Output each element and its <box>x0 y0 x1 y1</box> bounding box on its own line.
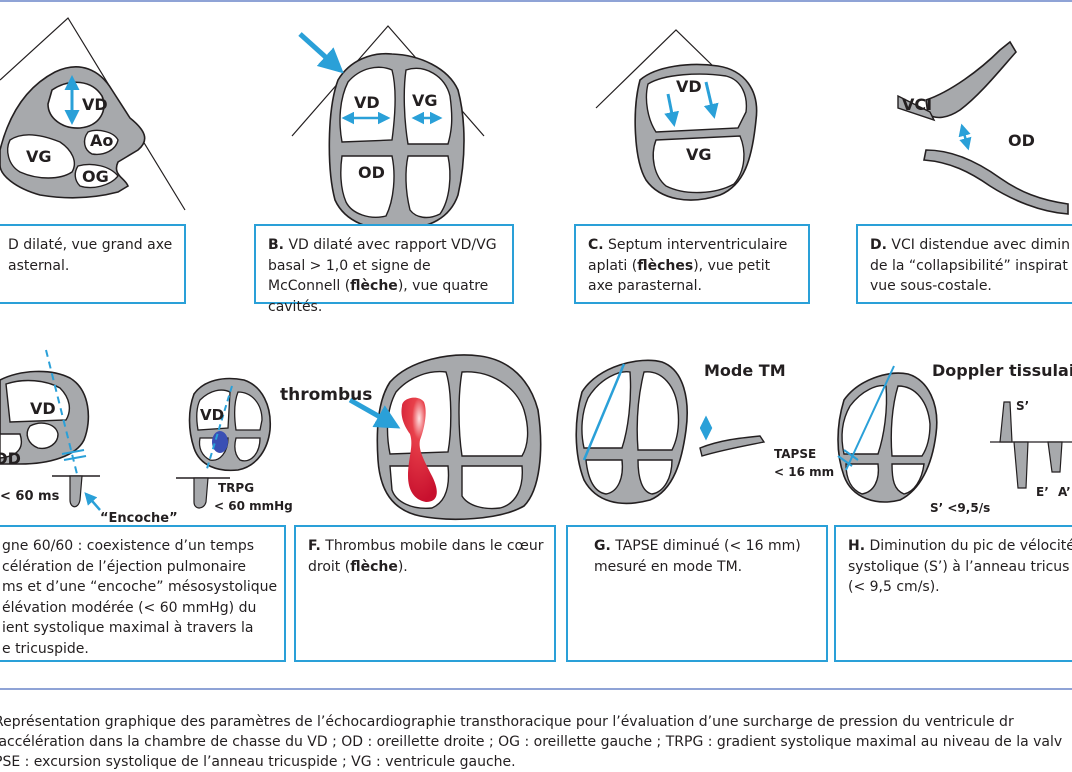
top-row-illustrations: VD Ao VG OG VD VG OD <box>0 17 1069 231</box>
label-e-vd: VD <box>30 399 56 418</box>
label-b-vg: VG <box>412 91 438 110</box>
label-a-ao: Ao <box>90 131 113 150</box>
label-f-thrombus: thrombus <box>280 385 372 405</box>
caption-e-line-5: ient systolique maximal à travers la <box>2 620 254 636</box>
label-e-time: < 60 ms <box>0 489 60 504</box>
label-c-vd: VD <box>676 77 702 96</box>
caption-e-line-6: e tricuspide. <box>2 640 89 657</box>
label-e-notch: “Encoche” <box>100 511 178 526</box>
label-a-vg: VG <box>26 147 52 166</box>
footer-rule <box>0 688 1072 690</box>
panel-g-illustration: Mode TM TAPSE < 16 mm <box>575 359 834 505</box>
panel-c-illustration: VD VG <box>595 29 758 201</box>
caption-c-text-1: Septum interventriculaire aplati ( <box>588 237 788 274</box>
label-d-vci: VCI <box>902 95 932 114</box>
label-e-trpg-val: < 60 mmHg <box>214 499 293 513</box>
caption-d-text-1: VCI distendue avec dimin <box>886 237 1071 253</box>
caption-f-letter: F. <box>308 538 321 554</box>
caption-f-text-2: ). <box>397 558 408 575</box>
panel-e-illustration: VD OD < 60 ms “Encoche” VD TRPG < 60 mmH… <box>0 349 293 526</box>
caption-g: G. TAPSE diminué (< 16 mm) mesuré en mod… <box>566 525 828 662</box>
label-b-od: OD <box>358 163 385 182</box>
label-d-od: OD <box>1008 131 1035 150</box>
caption-b: B. VD dilaté avec rapport VD/VG basal > … <box>254 224 514 315</box>
caption-b-letter: B. <box>268 237 284 253</box>
panel-a-illustration: VD Ao VG OG <box>0 17 186 211</box>
footer-line-2: ’accélération dans la chambre de chasse … <box>0 734 1063 750</box>
caption-e-line-4: élévation modérée (< 60 mmHg) du <box>2 599 257 616</box>
label-a-vd: VD <box>82 95 108 114</box>
caption-g-text: TAPSE diminué (< 16 mm) mesuré en mode T… <box>594 538 801 575</box>
label-h-doppler: Doppler tissulair <box>932 361 1072 380</box>
label-g-tapse: TAPSE <box>774 447 816 461</box>
caption-b-bold: flèche <box>350 278 398 294</box>
bottom-row-illustrations: VD OD < 60 ms “Encoche” VD TRPG < 60 mmH… <box>0 349 1072 526</box>
label-h-e: E’ <box>1036 485 1049 499</box>
caption-a: D dilaté, vue grand axe asternal. <box>0 224 186 304</box>
top-rule <box>0 0 1072 2</box>
caption-f-bold: flèche <box>350 558 398 575</box>
footer-line-3: PSE : excursion systolique de l’anneau t… <box>0 754 516 770</box>
caption-c-bold: flèches <box>637 257 694 274</box>
caption-h: H. Diminution du pic de vélocité systoli… <box>834 525 1072 662</box>
panel-b-illustration: VD VG OD <box>291 25 485 231</box>
panel-f-illustration: thrombus <box>280 354 542 520</box>
label-a-og: OG <box>82 167 109 186</box>
label-h-a: A’ <box>1058 485 1071 499</box>
caption-d: D. VCI distendue avec dimin de la “colla… <box>856 224 1072 304</box>
label-e-vd2: VD <box>200 406 224 424</box>
caption-a-text: D dilaté, vue grand axe asternal. <box>8 237 173 274</box>
caption-b-text-2: ), vue quatre cavités. <box>268 278 489 315</box>
caption-d-text-2: de la “collapsibilité” inspirat <box>870 257 1068 274</box>
panel-h-illustration: Doppler tissulair S’ E’ A’ S’ <9,5/s <box>837 361 1072 515</box>
caption-c-text-2: ), vue petit axe parasternal. <box>588 257 771 295</box>
caption-e: gne 60/60 : coexistence d’un temps célér… <box>0 525 286 662</box>
panel-d-illustration: VCI OD <box>897 40 1069 215</box>
caption-c: C. Septum interventriculaire aplati (flè… <box>574 224 810 304</box>
footer-line-1: Représentation graphique des paramètres … <box>0 714 1014 730</box>
caption-h-text-2: systolique (S’) à l’anneau tricus <box>848 558 1070 575</box>
label-g-tapse-val: < 16 mm <box>774 465 834 479</box>
caption-b-text-1: VD dilaté avec rapport VD/VG basal > 1,0… <box>268 237 497 294</box>
label-h-s: S’ <box>1016 399 1029 413</box>
caption-d-letter: D. <box>870 237 887 253</box>
caption-e-line-3: ms et d’une “encoche” mésosystolique <box>2 579 278 595</box>
caption-e-line-1: gne 60/60 : coexistence d’un temps <box>2 538 255 554</box>
caption-f: F. Thrombus mobile dans le cœur droit (f… <box>294 525 556 662</box>
label-b-vd: VD <box>354 93 380 112</box>
label-g-mode: Mode TM <box>704 361 786 380</box>
label-h-s-val: S’ <9,5/s <box>930 501 990 515</box>
caption-d-text-3: vue sous-costale. <box>870 278 992 294</box>
label-e-od: OD <box>0 449 21 468</box>
caption-h-text-3: (< 9,5 cm/s). <box>848 579 940 595</box>
caption-h-letter: H. <box>848 538 866 554</box>
caption-f-text-1: Thrombus mobile dans le cœur droit ( <box>308 538 544 575</box>
label-e-trpg: TRPG <box>218 481 254 495</box>
caption-h-text-1: Diminution du pic de vélocité <box>865 538 1072 554</box>
caption-g-letter: G. <box>594 538 611 554</box>
caption-c-letter: C. <box>588 237 604 253</box>
caption-e-line-2: célération de l’éjection pulmonaire <box>2 558 247 575</box>
label-c-vg: VG <box>686 145 712 164</box>
